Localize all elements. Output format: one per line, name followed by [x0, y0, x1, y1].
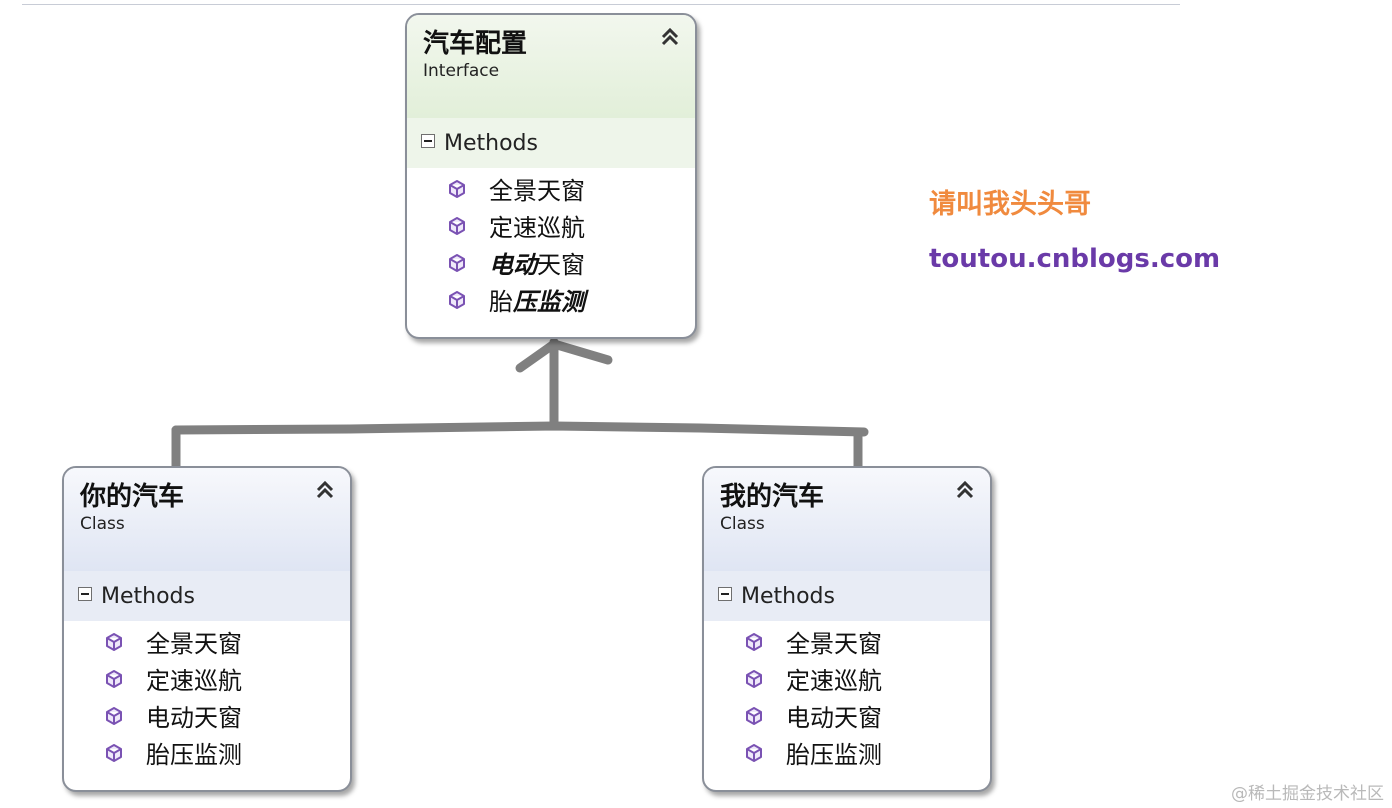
method-cube-icon — [106, 743, 122, 762]
method-name: 全景天窗 — [489, 177, 585, 205]
method-name: 定速巡航 — [489, 214, 585, 242]
method-name: 全景天窗 — [786, 630, 882, 658]
method-name: 电动天窗 — [786, 704, 882, 732]
method-cube-icon — [746, 669, 762, 688]
list-item: 全景天窗 — [704, 623, 990, 660]
class-header: 你的汽车 Class — [64, 468, 350, 571]
method-cube-icon — [449, 179, 465, 198]
section-label: Methods — [444, 130, 538, 156]
interface-header: 汽车配置 Interface — [407, 15, 695, 118]
class-methods-section[interactable]: Methods — [64, 571, 350, 621]
class-method-list: 全景天窗 定速巡航 电动天窗 胎压监测 — [64, 621, 350, 771]
method-name: 电动天窗 — [146, 704, 242, 732]
minus-box-icon[interactable] — [421, 134, 435, 148]
blog-url-annotation: toutou.cnblogs.com — [929, 244, 1221, 274]
method-name: 胎压监测 — [786, 741, 882, 769]
class-stereotype: Class — [720, 514, 765, 534]
arrowhead — [515, 339, 613, 373]
interface-method-list: 全景天窗 定速巡航 电动天窗 胎压监测 — [407, 168, 695, 318]
method-name: 全景天窗 — [146, 630, 242, 658]
method-cube-icon — [106, 669, 122, 688]
interface-stereotype: Interface — [423, 61, 500, 81]
method-name: 电动天窗 — [489, 251, 585, 279]
class-header: 我的汽车 Class — [704, 468, 990, 571]
double-chevron-up-icon[interactable] — [659, 25, 681, 49]
section-label: Methods — [741, 583, 835, 609]
class-stereotype: Class — [80, 514, 125, 534]
class-title: 你的汽车 — [80, 482, 185, 512]
class-title: 我的汽车 — [720, 482, 825, 512]
method-cube-icon — [746, 632, 762, 651]
method-cube-icon — [106, 632, 122, 651]
list-item: 定速巡航 — [407, 207, 695, 244]
top-divider — [22, 4, 1180, 5]
interface-methods-section[interactable]: Methods — [407, 118, 695, 168]
list-item: 电动天窗 — [407, 244, 695, 281]
method-name: 胎压监测 — [489, 288, 585, 316]
interface-title: 汽车配置 — [423, 29, 528, 59]
class-methods-section[interactable]: Methods — [704, 571, 990, 621]
author-annotation: 请叫我头头哥 — [929, 189, 1091, 220]
list-item: 定速巡航 — [64, 660, 350, 697]
list-item: 胎压监测 — [704, 734, 990, 771]
interface-box[interactable]: 汽车配置 Interface Methods 全景天窗 定速巡航 电动天窗 胎压… — [405, 13, 697, 339]
watermark: @稀土掘金技术社区 — [1231, 784, 1384, 804]
list-item: 胎压监测 — [64, 734, 350, 771]
list-item: 胎压监测 — [407, 281, 695, 318]
method-cube-icon — [106, 706, 122, 725]
minus-box-icon[interactable] — [718, 587, 732, 601]
list-item: 全景天窗 — [64, 623, 350, 660]
list-item: 电动天窗 — [64, 697, 350, 734]
method-name: 胎压监测 — [146, 741, 242, 769]
section-label: Methods — [101, 583, 195, 609]
list-item: 全景天窗 — [407, 170, 695, 207]
class-box-left[interactable]: 你的汽车 Class Methods 全景天窗 定速巡航 电动天窗 胎压监测 — [62, 466, 352, 792]
method-cube-icon — [449, 290, 465, 309]
list-item: 电动天窗 — [704, 697, 990, 734]
minus-box-icon[interactable] — [78, 587, 92, 601]
class-method-list: 全景天窗 定速巡航 电动天窗 胎压监测 — [704, 621, 990, 771]
method-cube-icon — [449, 216, 465, 235]
double-chevron-up-icon[interactable] — [314, 478, 336, 502]
list-item: 定速巡航 — [704, 660, 990, 697]
double-chevron-up-icon[interactable] — [954, 478, 976, 502]
class-box-right[interactable]: 我的汽车 Class Methods 全景天窗 定速巡航 电动天窗 胎压监测 — [702, 466, 992, 792]
method-name: 定速巡航 — [786, 667, 882, 695]
connector-horizontal — [171, 421, 869, 437]
method-cube-icon — [746, 706, 762, 725]
method-cube-icon — [746, 743, 762, 762]
method-name: 定速巡航 — [146, 667, 242, 695]
method-cube-icon — [449, 253, 465, 272]
